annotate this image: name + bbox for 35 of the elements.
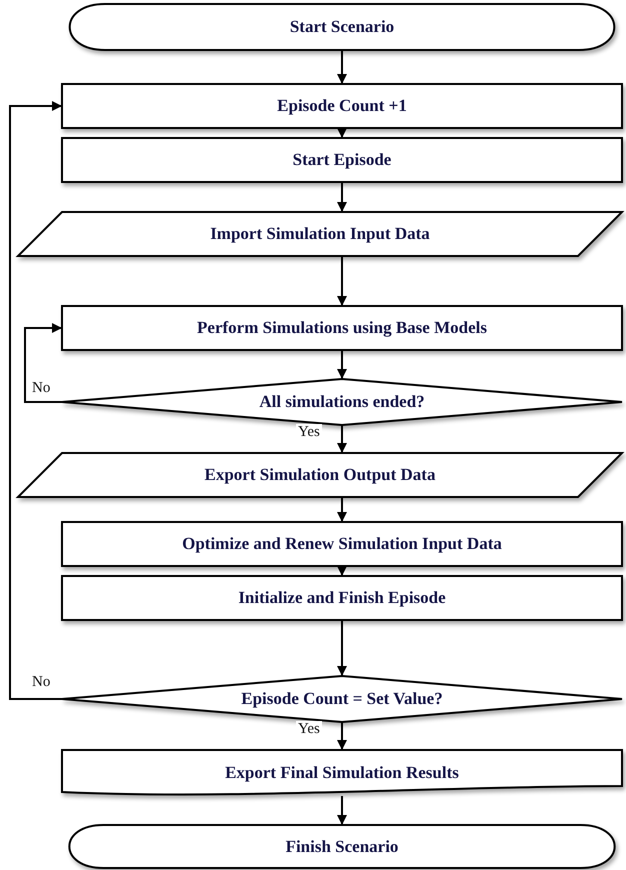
decision-diamond xyxy=(62,676,622,722)
document-shape xyxy=(62,750,622,796)
process-box xyxy=(62,138,622,182)
decision-diamond xyxy=(62,379,622,425)
arrow xyxy=(337,256,347,306)
step-text: Start Episode xyxy=(292,150,392,170)
step-text: Optimize and Renew Simulation Input Data xyxy=(182,534,502,554)
arrow xyxy=(24,323,62,403)
data-parallelogram xyxy=(18,212,622,256)
arrow xyxy=(337,128,347,138)
arrow xyxy=(337,722,347,750)
arrow xyxy=(337,182,347,212)
arrow xyxy=(337,350,347,379)
process-box xyxy=(62,306,622,350)
process-box xyxy=(62,576,622,620)
arrow xyxy=(337,620,347,676)
step-text: Export Final Simulation Results xyxy=(225,763,459,783)
process-box xyxy=(62,84,622,128)
step-text: Finish Scenario xyxy=(286,836,398,856)
step-text: All simulations ended? xyxy=(259,392,425,412)
data-parallelogram xyxy=(18,453,622,497)
process-box xyxy=(62,522,622,566)
arrow xyxy=(337,566,347,576)
step-text: Episode Count +1 xyxy=(277,96,407,116)
step-text: Import Simulation Input Data xyxy=(210,224,430,244)
arrow xyxy=(337,497,347,522)
step-text: Export Simulation Output Data xyxy=(204,465,436,485)
arrow xyxy=(337,425,347,453)
arrow xyxy=(337,796,347,825)
arrow xyxy=(9,101,62,700)
step-text: Initialize and Finish Episode xyxy=(238,588,446,608)
arrow xyxy=(337,50,347,84)
step-text: Episode Count = Set Value? xyxy=(241,689,443,709)
step-text: Start Scenario xyxy=(290,17,394,37)
step-text: Perform Simulations using Base Models xyxy=(197,318,487,338)
